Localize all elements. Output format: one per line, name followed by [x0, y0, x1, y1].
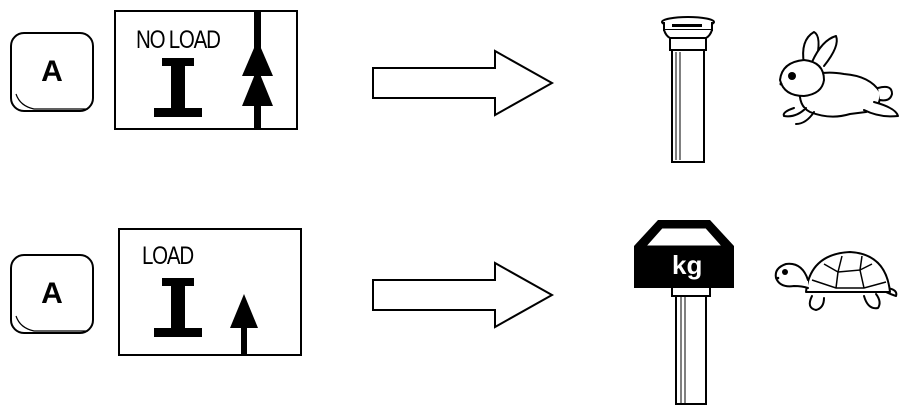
- weight-label: kg: [672, 250, 703, 280]
- i-beam-icon: [154, 58, 202, 117]
- rabbit-icon: [779, 31, 899, 125]
- key-shine-icon: [14, 93, 88, 110]
- key-shine-icon: [14, 315, 88, 332]
- weight-icon: [634, 220, 734, 288]
- i-beam-icon: [154, 278, 202, 337]
- key-a-row1: A: [10, 32, 94, 112]
- turtle-icon: [774, 251, 898, 311]
- double-up-arrow-icon: [242, 12, 273, 130]
- key-letter: A: [41, 55, 63, 88]
- single-up-arrow-icon: [230, 294, 258, 356]
- right-arrow-icon: [372, 261, 555, 329]
- key-a-row2: A: [10, 254, 94, 334]
- panel-label-no-load: NO LOAD: [136, 26, 221, 54]
- panel-no-load: NO LOAD: [114, 10, 298, 130]
- plunger-column-icon: [661, 16, 715, 163]
- panel-label-load: LOAD: [142, 242, 194, 270]
- key-letter: A: [41, 277, 63, 310]
- right-arrow-icon: [372, 49, 555, 117]
- panel-load: LOAD: [118, 228, 302, 356]
